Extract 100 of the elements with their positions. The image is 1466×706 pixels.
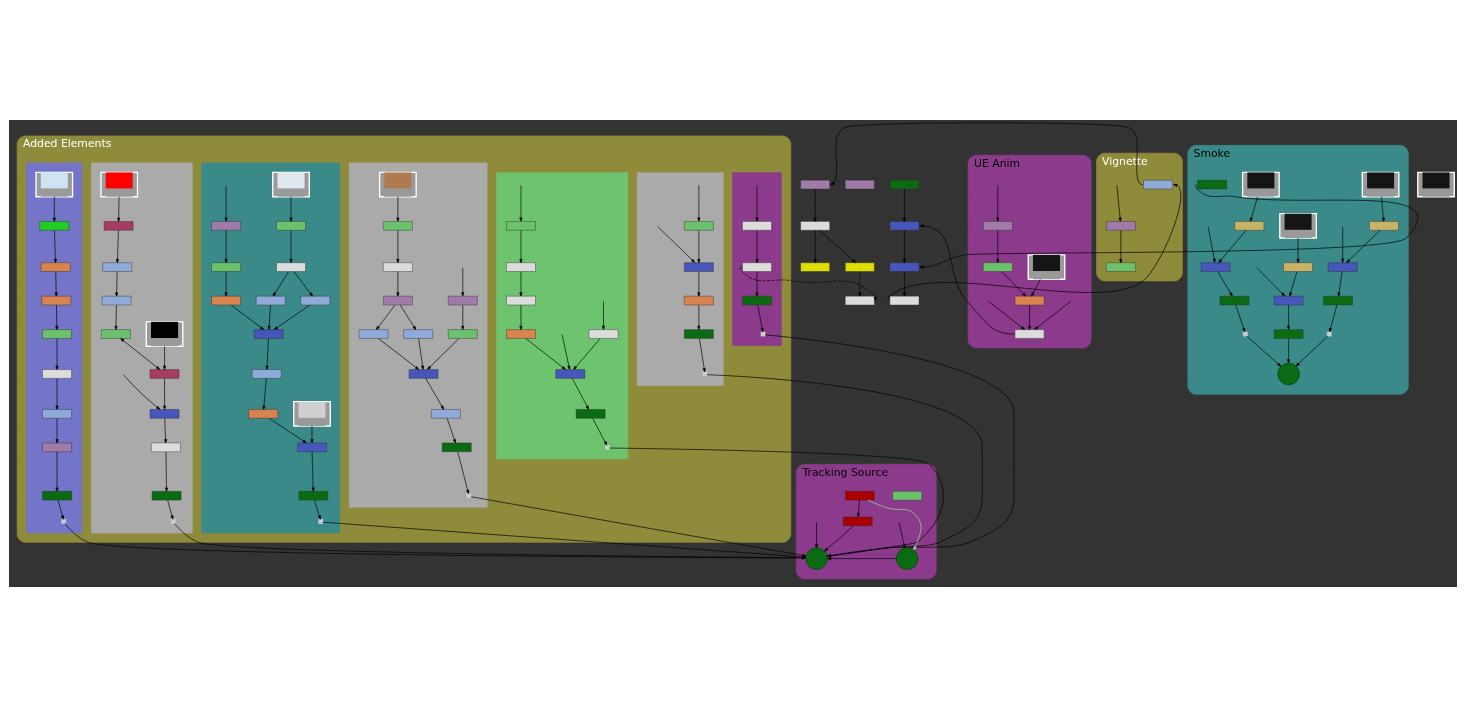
arrow: [52, 195, 56, 222]
arrow: [1235, 304, 1246, 332]
node-bar: [845, 490, 875, 500]
arrow: [164, 417, 168, 443]
node-bar: [211, 220, 241, 230]
node-bar: [40, 262, 71, 272]
arrow: [117, 195, 121, 222]
arrow: [519, 304, 523, 330]
node-bar: [506, 262, 536, 272]
cluster: [348, 162, 488, 508]
arrow: [525, 337, 566, 370]
arrow: [561, 333, 571, 370]
node-bar: [41, 295, 72, 305]
node-bar: [101, 295, 132, 305]
arrow: [824, 525, 854, 551]
arrow: [311, 451, 315, 492]
arrow: [697, 184, 701, 222]
arrow: [55, 451, 59, 492]
arrow: [310, 425, 314, 443]
arrow: [887, 183, 1182, 301]
arrow: [289, 229, 293, 263]
arrow: [115, 229, 119, 263]
node-bar: [403, 328, 433, 339]
cluster: [91, 162, 193, 533]
node-bar: [845, 262, 875, 272]
node-bar: [298, 490, 329, 500]
arrow: [519, 229, 523, 263]
arrow: [396, 270, 400, 296]
arrow: [427, 337, 460, 370]
arrow: [827, 556, 897, 560]
node-bar: [684, 220, 714, 230]
arrow: [53, 229, 57, 263]
node-bar: [297, 442, 327, 452]
arrow: [267, 304, 271, 330]
node-box: [318, 518, 324, 524]
node-box: [61, 518, 67, 524]
arrow: [1034, 300, 1072, 330]
node-bar: [103, 220, 134, 230]
arrow: [273, 304, 311, 330]
node-bar: [1219, 295, 1250, 305]
node-bar: [1106, 220, 1136, 230]
node-bar: [892, 490, 922, 500]
arrow: [1287, 337, 1291, 363]
arrow: [262, 377, 267, 410]
arrow: [55, 377, 59, 410]
arrow: [1329, 304, 1338, 332]
arrow: [114, 304, 118, 330]
node-bar: [588, 328, 619, 339]
arrow: [699, 337, 706, 372]
cluster: [201, 162, 341, 533]
arrow: [224, 270, 228, 296]
arrow: [418, 337, 425, 370]
arrow: [898, 521, 906, 548]
arrow: [376, 304, 396, 330]
node-bar: [383, 295, 413, 305]
node-bar: [149, 408, 180, 418]
arrow: [819, 229, 856, 263]
arrow: [268, 417, 307, 443]
arrow: [120, 337, 161, 370]
arrow: [167, 499, 174, 520]
arrow: [755, 229, 759, 263]
arrow: [457, 451, 470, 494]
arrow: [755, 184, 759, 222]
cluster: [26, 162, 83, 533]
arrow: [396, 229, 400, 263]
node-bar: [983, 262, 1013, 272]
node-bar: [102, 262, 132, 272]
node-bar: [684, 328, 714, 339]
arrow: [1028, 304, 1032, 330]
arrow: [657, 225, 696, 263]
node-bar: [383, 262, 413, 272]
node-bar: [1327, 262, 1358, 272]
node-bar: [42, 328, 72, 339]
node-bar: [276, 220, 306, 230]
arrow: [55, 417, 59, 443]
arrow: [1346, 229, 1381, 263]
node-box: [702, 371, 708, 376]
node-bar: [448, 328, 478, 339]
node-bar: [845, 179, 875, 189]
node-bar: [276, 262, 306, 272]
node-bar: [506, 220, 536, 230]
cluster: Smoke: [1187, 144, 1409, 395]
node-bar: [1273, 295, 1304, 305]
cluster: UE Anim: [967, 154, 1092, 348]
arrow: [115, 270, 119, 296]
cluster: Tracking Source: [795, 463, 937, 579]
arrow: [164, 451, 168, 492]
arrow: [163, 377, 167, 410]
cluster: [732, 171, 782, 346]
arrow: [1295, 335, 1328, 366]
node-bar: [843, 516, 873, 526]
node-bar: [1106, 262, 1136, 272]
arrow: [757, 304, 764, 332]
node-bar: [253, 328, 284, 339]
arrow: [163, 345, 167, 370]
node-bar: [149, 368, 180, 379]
arrow: [55, 304, 59, 330]
node-box: [1326, 331, 1332, 336]
arrow: [691, 229, 701, 263]
cluster: Vignette: [1096, 152, 1183, 281]
